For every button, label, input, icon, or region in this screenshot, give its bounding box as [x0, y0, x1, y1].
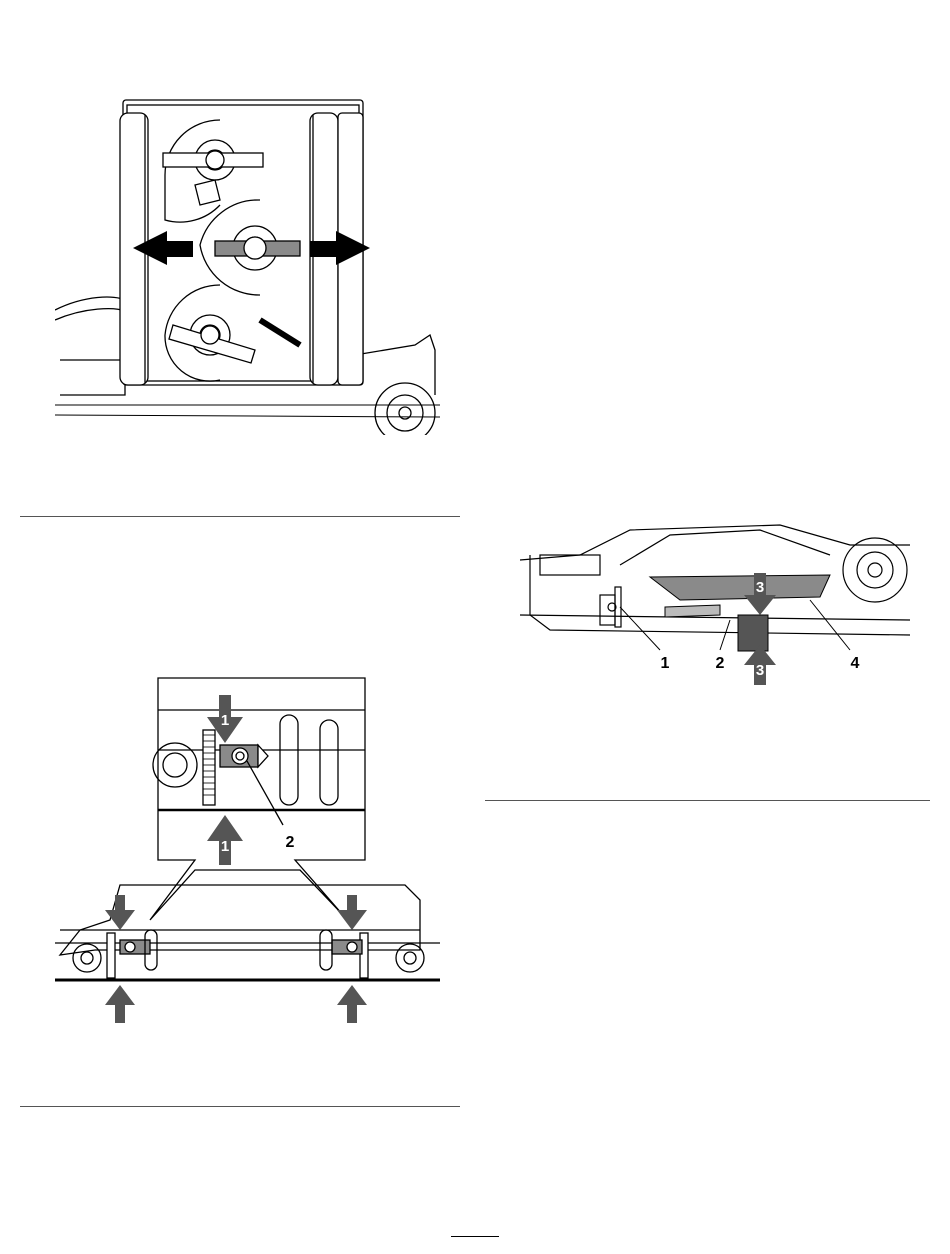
figure-rear-skid-side-view: 3 3 1 2 4 — [520, 515, 910, 685]
callout-label: 1 — [661, 655, 670, 672]
callout-label: 1 — [221, 712, 229, 729]
callout-label: 1 — [221, 838, 229, 855]
callout-label: 2 — [286, 834, 295, 851]
page-footer-rule — [451, 1236, 499, 1237]
callout-label: 2 — [716, 655, 725, 672]
callout-label: 3 — [756, 662, 764, 679]
figure-cutting-unit-top-view — [55, 95, 440, 435]
section-divider — [20, 1106, 460, 1107]
section-divider — [20, 516, 460, 517]
section-divider — [485, 800, 930, 801]
figure-skid-height-adjustment: 1 1 2 — [55, 675, 440, 1025]
callout-label: 3 — [756, 579, 764, 596]
callout-label: 4 — [851, 655, 860, 672]
